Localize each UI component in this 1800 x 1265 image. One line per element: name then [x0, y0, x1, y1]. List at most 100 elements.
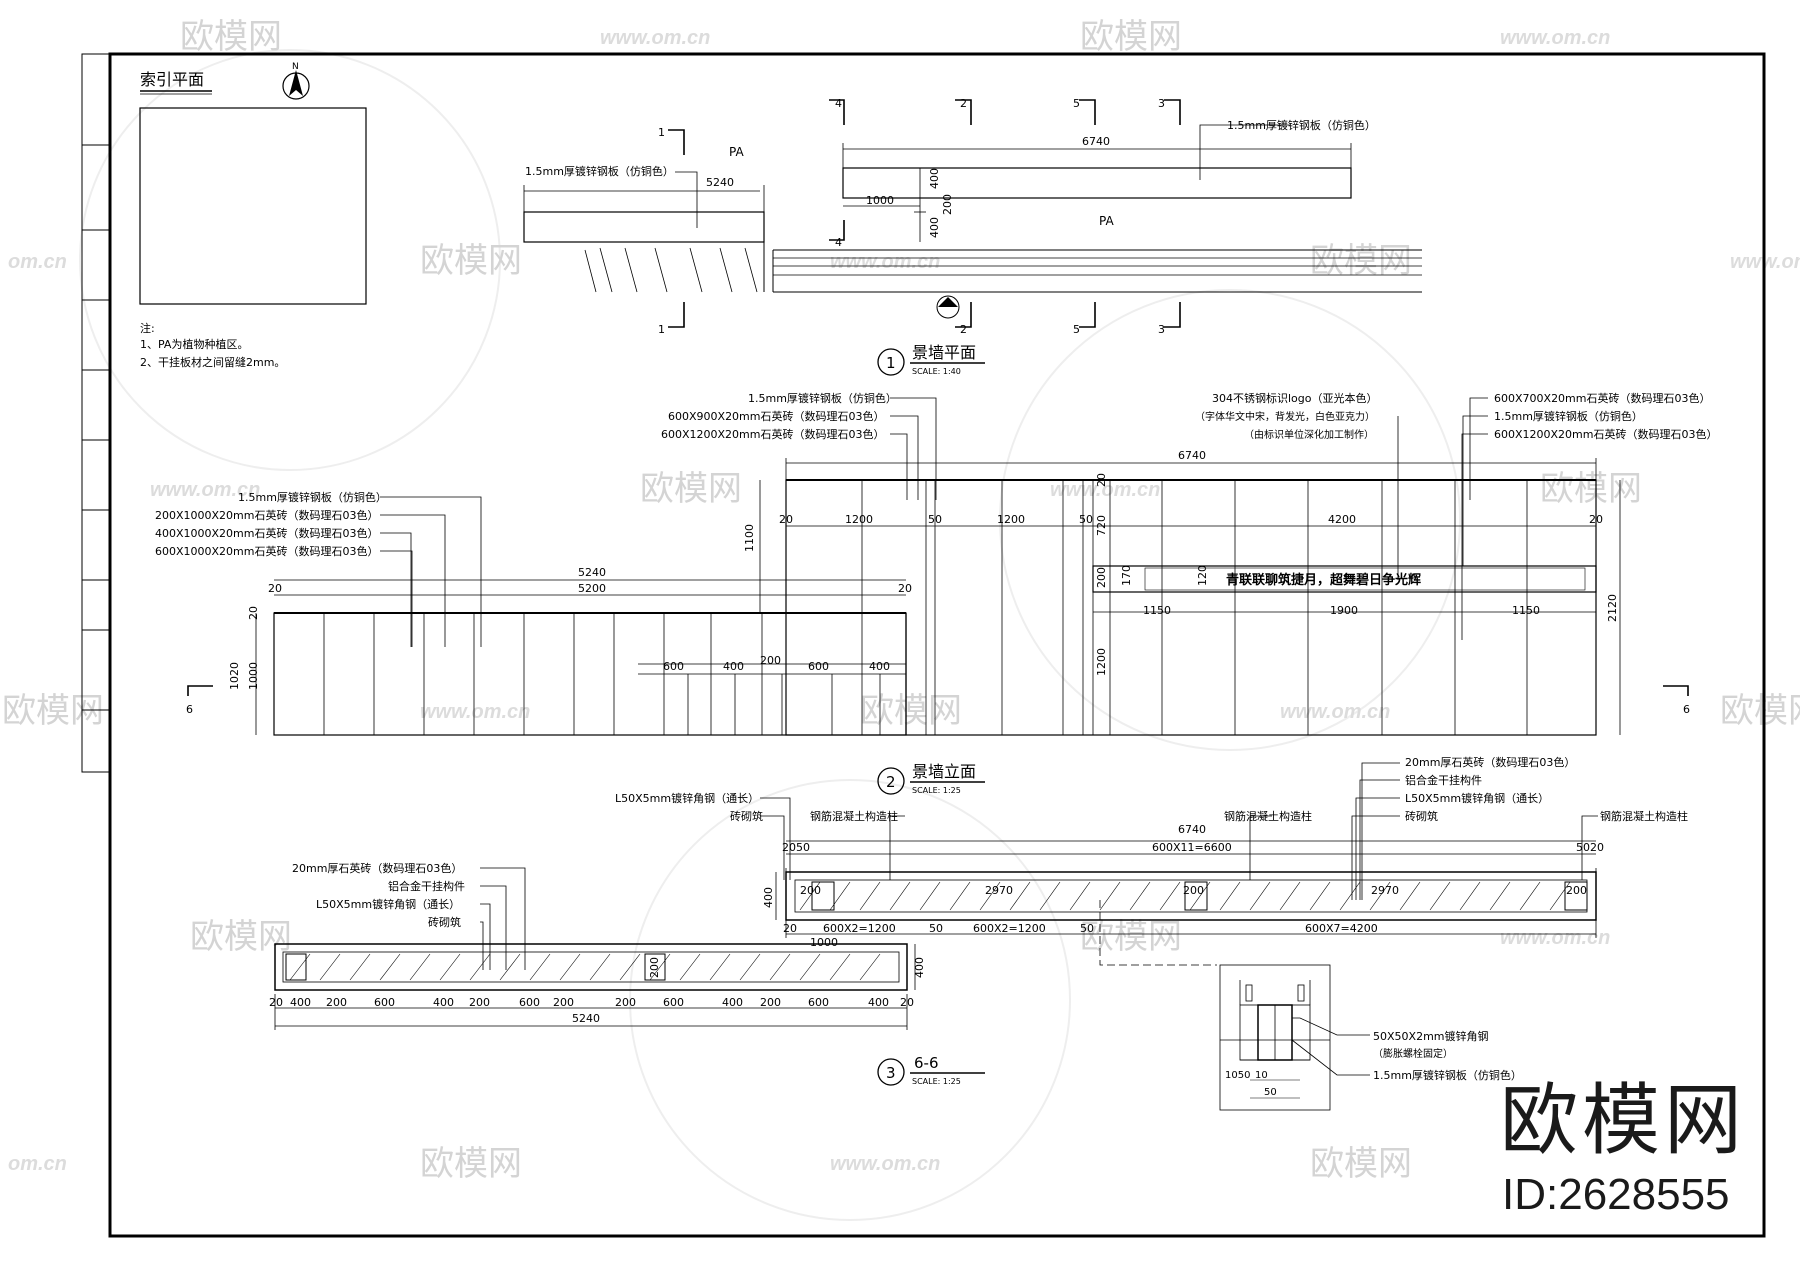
plan-labels: PA PA 1.5mm厚镀锌钢板（仿铜色） 1.5mm厚镀锌钢板（仿铜色） 67… — [525, 97, 1376, 336]
elevation-dim-1020: 1020 — [228, 662, 241, 690]
plan-pa-right: PA — [1099, 214, 1114, 228]
elevation-label-font: （字体华文中宋，背发光，白色亚克力） — [1195, 410, 1375, 423]
watermark-url: www.om.cn — [1500, 27, 1610, 49]
elevation-dim-20-v: 20 — [1095, 473, 1108, 487]
elevation-dim-4200: 4200 — [1328, 513, 1356, 526]
plan-section-1-top: 1 — [658, 126, 665, 139]
elevation-dim-170: 170 — [1120, 565, 1133, 586]
watermark-brand-partial: 欧模网 — [2, 692, 104, 730]
elevation-dim-2120: 2120 — [1606, 594, 1619, 622]
elevation-dim-200: 200 — [760, 654, 781, 667]
watermark-brand: 欧模网 — [1540, 470, 1642, 508]
elevation-label-600x1200-right: 600X1200X20mm石英砖（数码理石03色） — [1494, 427, 1718, 441]
section-dim-400-l4: 400 — [868, 996, 889, 1009]
elevation-dim-20-right: 20 — [898, 582, 912, 595]
watermark-url: www.om.cn — [1500, 927, 1610, 949]
elevation-label-600x700: 600X700X20mm石英砖（数码理石03色） — [1494, 391, 1711, 405]
detail-dim-1050: 1050 — [1225, 1070, 1250, 1081]
section-label-brick-left: 砖砌筑 — [428, 915, 461, 929]
elevation-number: 2 — [886, 773, 896, 791]
plan-title: 景墙平面 — [912, 343, 976, 362]
watermark-brand: 欧模网 — [1310, 242, 1412, 280]
detail-dim-10: 10 — [1255, 1070, 1268, 1081]
plan-dim-1000: 1000 — [866, 194, 894, 207]
elevation-dim-5200: 5200 — [578, 582, 606, 595]
section-label-brick-right: 砖砌筑 — [1405, 809, 1438, 823]
section-dim-200-b: 200 — [1183, 884, 1204, 897]
section-dim-5240: 5240 — [572, 1012, 600, 1025]
elevation-label-fabrication: （由标识单位深化加工制作） — [1244, 428, 1374, 441]
section-label-angle-left: L50X5mm镀锌角钢（通长） — [316, 897, 460, 911]
section-dim-200-l2: 200 — [469, 996, 490, 1009]
watermark-url: www.om.cn — [1050, 479, 1160, 501]
north-arrow-icon: N — [282, 62, 310, 100]
elevation-dim-400-b: 400 — [869, 660, 890, 673]
plan-section-2-top: 2 — [960, 97, 967, 110]
plan-dim-6740: 6740 — [1082, 135, 1110, 148]
elevation-label-600x1000: 600X1000X20mm石英砖（数码理石03色） — [155, 544, 379, 558]
index-plan-title: 索引平面 — [140, 70, 204, 89]
elevation-dim-1200-v: 1200 — [1095, 648, 1108, 676]
elevation-dim-6740: 6740 — [1178, 449, 1206, 462]
connection-detail — [1219, 964, 1370, 1111]
plan-view — [523, 99, 1422, 328]
elevation-dim-20-lv: 20 — [247, 606, 260, 620]
elevation-dim-600-a: 600 — [663, 660, 684, 673]
section-label-column-mid: 钢筋混凝土构造柱 — [1224, 809, 1312, 823]
plan-section-4-bottom: 4 — [835, 236, 842, 249]
watermark-url: www.om.cn — [830, 251, 940, 273]
plan-title-block: 1 景墙平面 SCALE: 1:40 — [877, 343, 985, 376]
section-dim-600-l3: 600 — [663, 996, 684, 1009]
section-scale: SCALE: 1:25 — [912, 1077, 961, 1086]
section-dim-50-b: 50 — [1080, 922, 1094, 935]
watermark-brand-block: 欧模网 ID:2628555 — [1500, 1075, 1785, 1230]
section-dim-400-right: 400 — [762, 887, 775, 908]
section-view — [274, 762, 1598, 1111]
detail-dim-50: 50 — [1264, 1087, 1277, 1098]
plan-number: 1 — [886, 354, 896, 372]
section-label-bracket-left: 铝合金干挂构件 — [388, 879, 465, 893]
elevation-dim-120: 120 — [1196, 565, 1209, 586]
elevation-section-mark-left: 6 — [186, 703, 193, 716]
elevation-labels: 1.5mm厚镀锌钢板（仿铜色） 600X900X20mm石英砖（数码理石03色）… — [155, 391, 1718, 716]
section-dim-600x7: 600X7=4200 — [1305, 922, 1378, 935]
section-dim-1000: 1000 — [810, 936, 838, 949]
detail-label-steel: 1.5mm厚镀锌钢板（仿铜色） — [1373, 1068, 1522, 1082]
section-dim-400-left: 400 — [913, 957, 926, 978]
section-dim-200-a: 200 — [800, 884, 821, 897]
note-2: 2、干挂板材之间留缝2mm。 — [140, 355, 285, 369]
plan-pa-left: PA — [729, 145, 744, 159]
section-dim-200-l4: 200 — [615, 996, 636, 1009]
elevation-dim-600-b: 600 — [808, 660, 829, 673]
section-dim-200-l3: 200 — [553, 996, 574, 1009]
plan-dim-400a: 400 — [928, 168, 941, 189]
section-dim-200-l: 200 — [326, 996, 347, 1009]
plan-section-3-bottom: 3 — [1158, 323, 1165, 336]
section-label-column-left: 钢筋混凝土构造柱 — [810, 809, 898, 823]
section-dim-600-l1: 600 — [374, 996, 395, 1009]
elevation-dim-720: 720 — [1095, 515, 1108, 536]
plan-dim-200: 200 — [941, 194, 954, 215]
plan-section-5-bottom: 5 — [1073, 323, 1080, 336]
section-label-bracket-right: 铝合金干挂构件 — [1405, 773, 1482, 787]
section-dim-600-l4: 600 — [808, 996, 829, 1009]
elevation-label-400x1000: 400X1000X20mm石英砖（数码理石03色） — [155, 526, 379, 540]
plan-steel-left: 1.5mm厚镀锌钢板（仿铜色） — [525, 164, 674, 178]
elevation-label-steel-low: 1.5mm厚镀锌钢板（仿铜色） — [238, 490, 387, 504]
elevation-dim-50-a: 50 — [928, 513, 942, 526]
plan-dim-400b: 400 — [928, 217, 941, 238]
plan-scale: SCALE: 1:40 — [912, 367, 961, 376]
section-dim-2970-b: 2970 — [1371, 884, 1399, 897]
watermark-brand: 欧模网 — [1080, 18, 1182, 56]
watermark-brand-large: 欧模网 — [1500, 1076, 1747, 1166]
elevation-label-steel-right: 1.5mm厚镀锌钢板（仿铜色） — [1494, 409, 1643, 423]
elevation-dim-1150-right: 1150 — [1512, 604, 1540, 617]
plan-section-2-bottom: 2 — [960, 323, 967, 336]
plan-section-3-top: 3 — [1158, 97, 1165, 110]
elevation-title-block: 2 景墙立面 SCALE: 1:25 — [877, 762, 985, 795]
section-title: 6-6 — [914, 1054, 939, 1072]
notes-heading: 注: — [140, 321, 155, 335]
sheet-frame — [81, 52, 1766, 1238]
plan-section-4-top: 4 — [835, 97, 842, 110]
section-dim-6740: 6740 — [1178, 823, 1206, 836]
